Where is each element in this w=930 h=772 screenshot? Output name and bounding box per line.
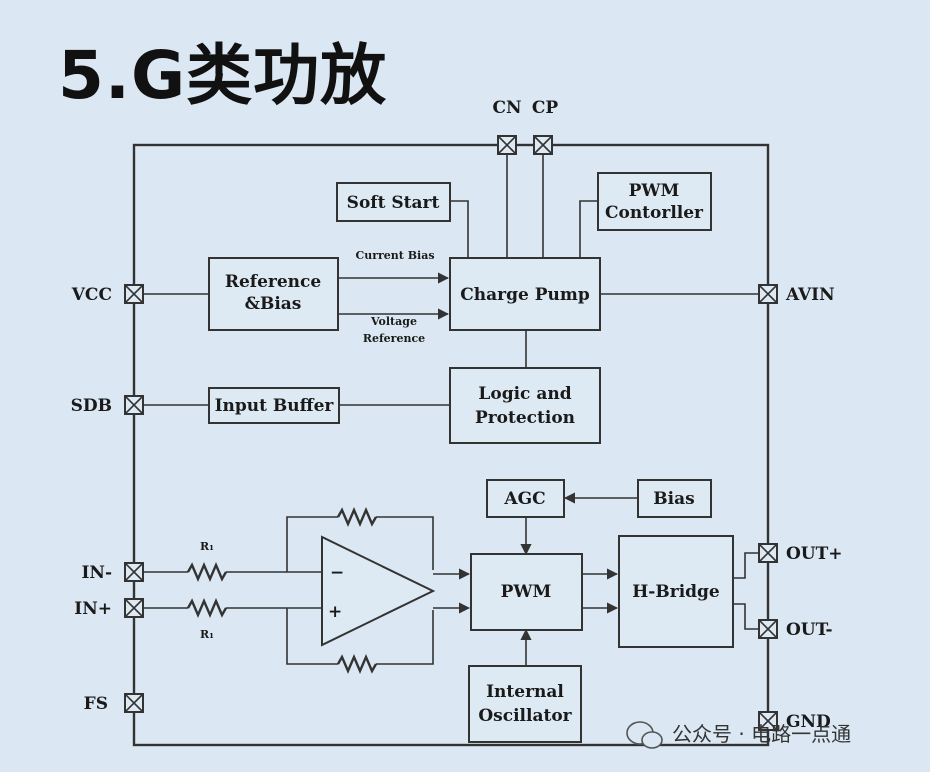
wechat-icon <box>626 721 663 749</box>
r1-bottom-label: R₁ <box>200 628 214 641</box>
logic-protection-label-2: Protection <box>475 408 575 428</box>
r1-top-label: R₁ <box>200 540 214 553</box>
pin-fs-label: FS <box>84 694 108 714</box>
pin-sdb-label: SDB <box>71 396 112 416</box>
pin-cp-marker <box>533 135 553 155</box>
internal-oscillator-label-2: Oscillator <box>478 706 572 726</box>
reference-bias-label-1: Reference <box>225 272 322 292</box>
pin-in-plus-marker <box>124 598 144 618</box>
agc-label: AGC <box>503 489 545 509</box>
pin-cn-marker <box>497 135 517 155</box>
pin-vcc-marker <box>124 284 144 304</box>
bias-block <box>637 479 712 518</box>
logic-protection-label-1: Logic and <box>478 384 571 404</box>
reference-bias-label-2: &Bias <box>245 294 302 314</box>
opamp-plus-sign: + <box>328 602 342 622</box>
input-buffer-label: Input Buffer <box>215 396 335 416</box>
opamp-minus-sign: − <box>330 563 344 583</box>
charge-pump-block <box>449 257 601 331</box>
pin-in-minus-marker <box>124 562 144 582</box>
voltage-reference-label-1: Voltage <box>370 315 417 328</box>
pin-out-plus-marker <box>758 543 778 563</box>
reference-bias-block <box>208 257 339 331</box>
pwm-controller-label-2: Contorller <box>605 203 704 223</box>
agc-block <box>486 479 565 518</box>
voltage-reference-label-2: Reference <box>363 332 425 345</box>
internal-oscillator-label-1: Internal <box>486 682 564 702</box>
pin-cn-label: CN <box>492 98 521 118</box>
internal-oscillator-block <box>468 665 582 743</box>
watermark-text: 公众号 · 电路一点通 <box>672 722 851 746</box>
input-buffer-block <box>208 387 340 424</box>
h-bridge-block <box>618 535 734 648</box>
pin-in-plus-label: IN+ <box>74 599 112 619</box>
bias-label: Bias <box>653 489 694 509</box>
current-bias-label: Current Bias <box>355 249 434 262</box>
pin-out-plus-label: OUT+ <box>786 544 843 564</box>
soft-start-label: Soft Start <box>347 193 440 213</box>
soft-start-block <box>336 182 451 222</box>
pin-in-minus-label: IN- <box>81 563 112 583</box>
pin-vcc-label: VCC <box>71 285 112 305</box>
pin-avin-marker <box>758 284 778 304</box>
pwm-controller-block <box>597 172 712 231</box>
pin-out-minus-marker <box>758 619 778 639</box>
chip-outline <box>132 143 770 747</box>
pin-out-minus-label: OUT- <box>786 620 833 640</box>
pin-gnd-marker <box>758 711 778 731</box>
pin-sdb-marker <box>124 395 144 415</box>
charge-pump-label: Charge Pump <box>460 285 590 305</box>
pwm-controller-label-1: PWM <box>629 181 680 201</box>
page-title: 5.G类功放 <box>58 37 388 114</box>
pin-cp-label: CP <box>532 98 559 118</box>
pin-avin-label: AVIN <box>785 285 835 305</box>
logic-protection-block <box>449 367 601 444</box>
pwm-label: PWM <box>501 582 552 602</box>
opamp-triangle <box>321 535 436 647</box>
pin-gnd-label: GND <box>786 712 831 732</box>
pwm-block <box>470 553 583 631</box>
h-bridge-label: H-Bridge <box>632 582 720 602</box>
pin-fs-marker <box>124 693 144 713</box>
